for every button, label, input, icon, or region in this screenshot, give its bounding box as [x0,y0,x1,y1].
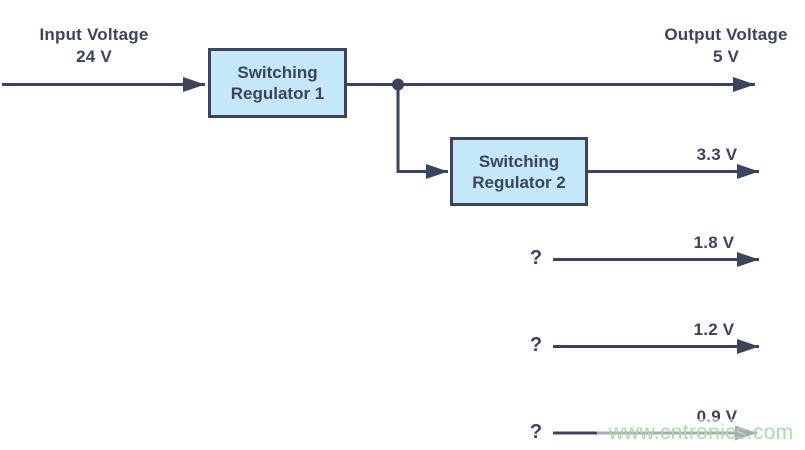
watermark: www.cntronics.com [597,419,805,447]
unknown-source-question-0v9: ? [529,421,543,443]
unknown-source-question-1v2: ? [529,334,543,356]
voltage-label-3v3: 3.3 V [696,145,738,164]
regulator2-block: Switching Regulator 2 [450,137,588,206]
input-voltage-title: Input Voltage [39,25,149,44]
output-voltage-title: Output Voltage [664,25,788,44]
branch-arrow-to-regulator2 [396,84,448,179]
voltage-label-1v2: 1.2 V [693,320,735,339]
regulator1-block: Switching Regulator 1 [208,48,347,118]
output-voltage-value-5v: 5 V [712,47,740,66]
voltage-label-1v8: 1.8 V [693,233,735,252]
input-voltage-value: 24 V [76,47,112,66]
unknown-source-question-1v8: ? [529,247,543,269]
